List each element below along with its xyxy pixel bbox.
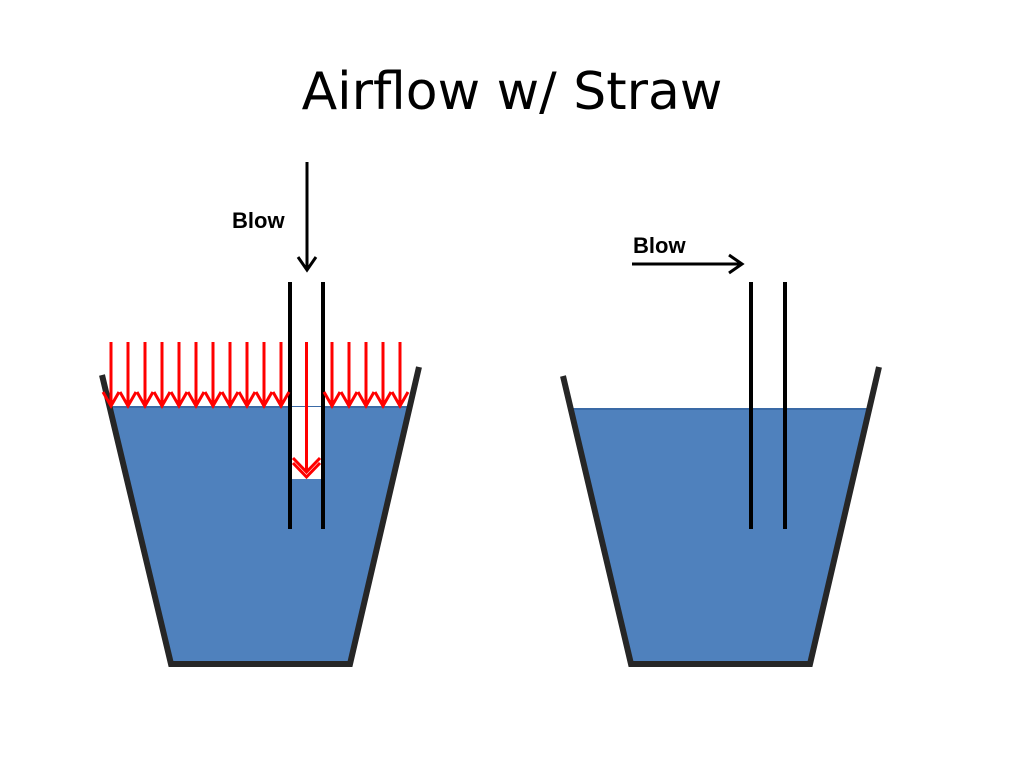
- pressure-arrow: [390, 342, 410, 410]
- right-panel: Blow: [560, 233, 882, 667]
- pressure-arrow: [186, 342, 206, 410]
- pressure-arrow: [339, 342, 359, 410]
- straw-pressure-arrow: [291, 342, 322, 480]
- pressure-arrow: [203, 342, 223, 410]
- right-straw: [749, 282, 787, 529]
- pressure-arrow: [322, 342, 342, 410]
- pressure-arrow: [152, 342, 172, 410]
- right-blow-label: Blow: [633, 233, 686, 258]
- pressure-arrow: [356, 342, 376, 410]
- left-panel: Blow: [99, 162, 422, 667]
- left-straw: [288, 282, 325, 529]
- pressure-arrow: [373, 342, 393, 410]
- pressure-arrow: [220, 342, 240, 410]
- right-container: [560, 366, 882, 667]
- slide-title: Airflow w/ Straw: [301, 62, 723, 122]
- right-water: [572, 409, 870, 663]
- pressure-arrow: [271, 342, 291, 410]
- pressure-arrows: [101, 342, 410, 410]
- left-container: [99, 366, 422, 667]
- pressure-arrow: [101, 342, 121, 410]
- pressure-arrow: [254, 342, 274, 410]
- pressure-arrow: [169, 342, 189, 410]
- pressure-arrow: [237, 342, 257, 410]
- left-water: [107, 407, 410, 663]
- left-blow-label: Blow: [232, 208, 285, 233]
- pressure-arrow: [135, 342, 155, 410]
- pressure-arrow: [118, 342, 138, 410]
